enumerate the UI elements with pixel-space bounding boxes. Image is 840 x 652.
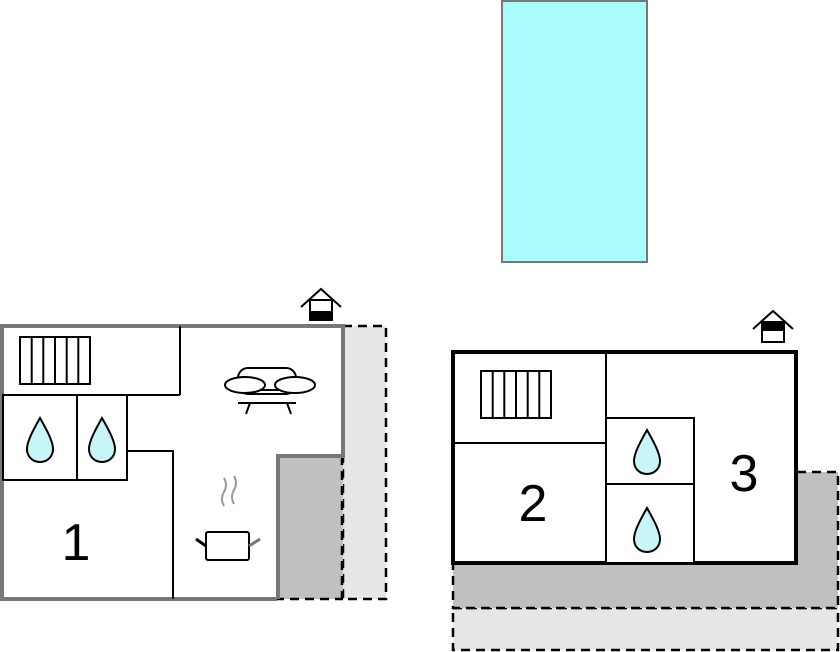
radiator-icon bbox=[480, 370, 552, 419]
sofa-icon bbox=[224, 367, 316, 415]
room-label-3: 3 bbox=[730, 445, 759, 503]
building-right: 2 3 bbox=[451, 310, 840, 652]
room-label-1: 1 bbox=[62, 514, 91, 572]
house-entrance-icon bbox=[752, 310, 794, 343]
cooking-pot-icon bbox=[195, 475, 261, 561]
terrace-dark bbox=[451, 470, 840, 610]
terrace-dark bbox=[278, 456, 343, 599]
pool bbox=[501, 0, 648, 263]
room-label-2: 2 bbox=[519, 475, 548, 533]
house-entrance-icon bbox=[300, 288, 342, 321]
outer-wall bbox=[0, 324, 345, 601]
terrace-light bbox=[451, 606, 840, 652]
terrace-light bbox=[341, 324, 388, 601]
building-left: 1 bbox=[0, 288, 388, 601]
radiator-icon bbox=[19, 336, 91, 385]
